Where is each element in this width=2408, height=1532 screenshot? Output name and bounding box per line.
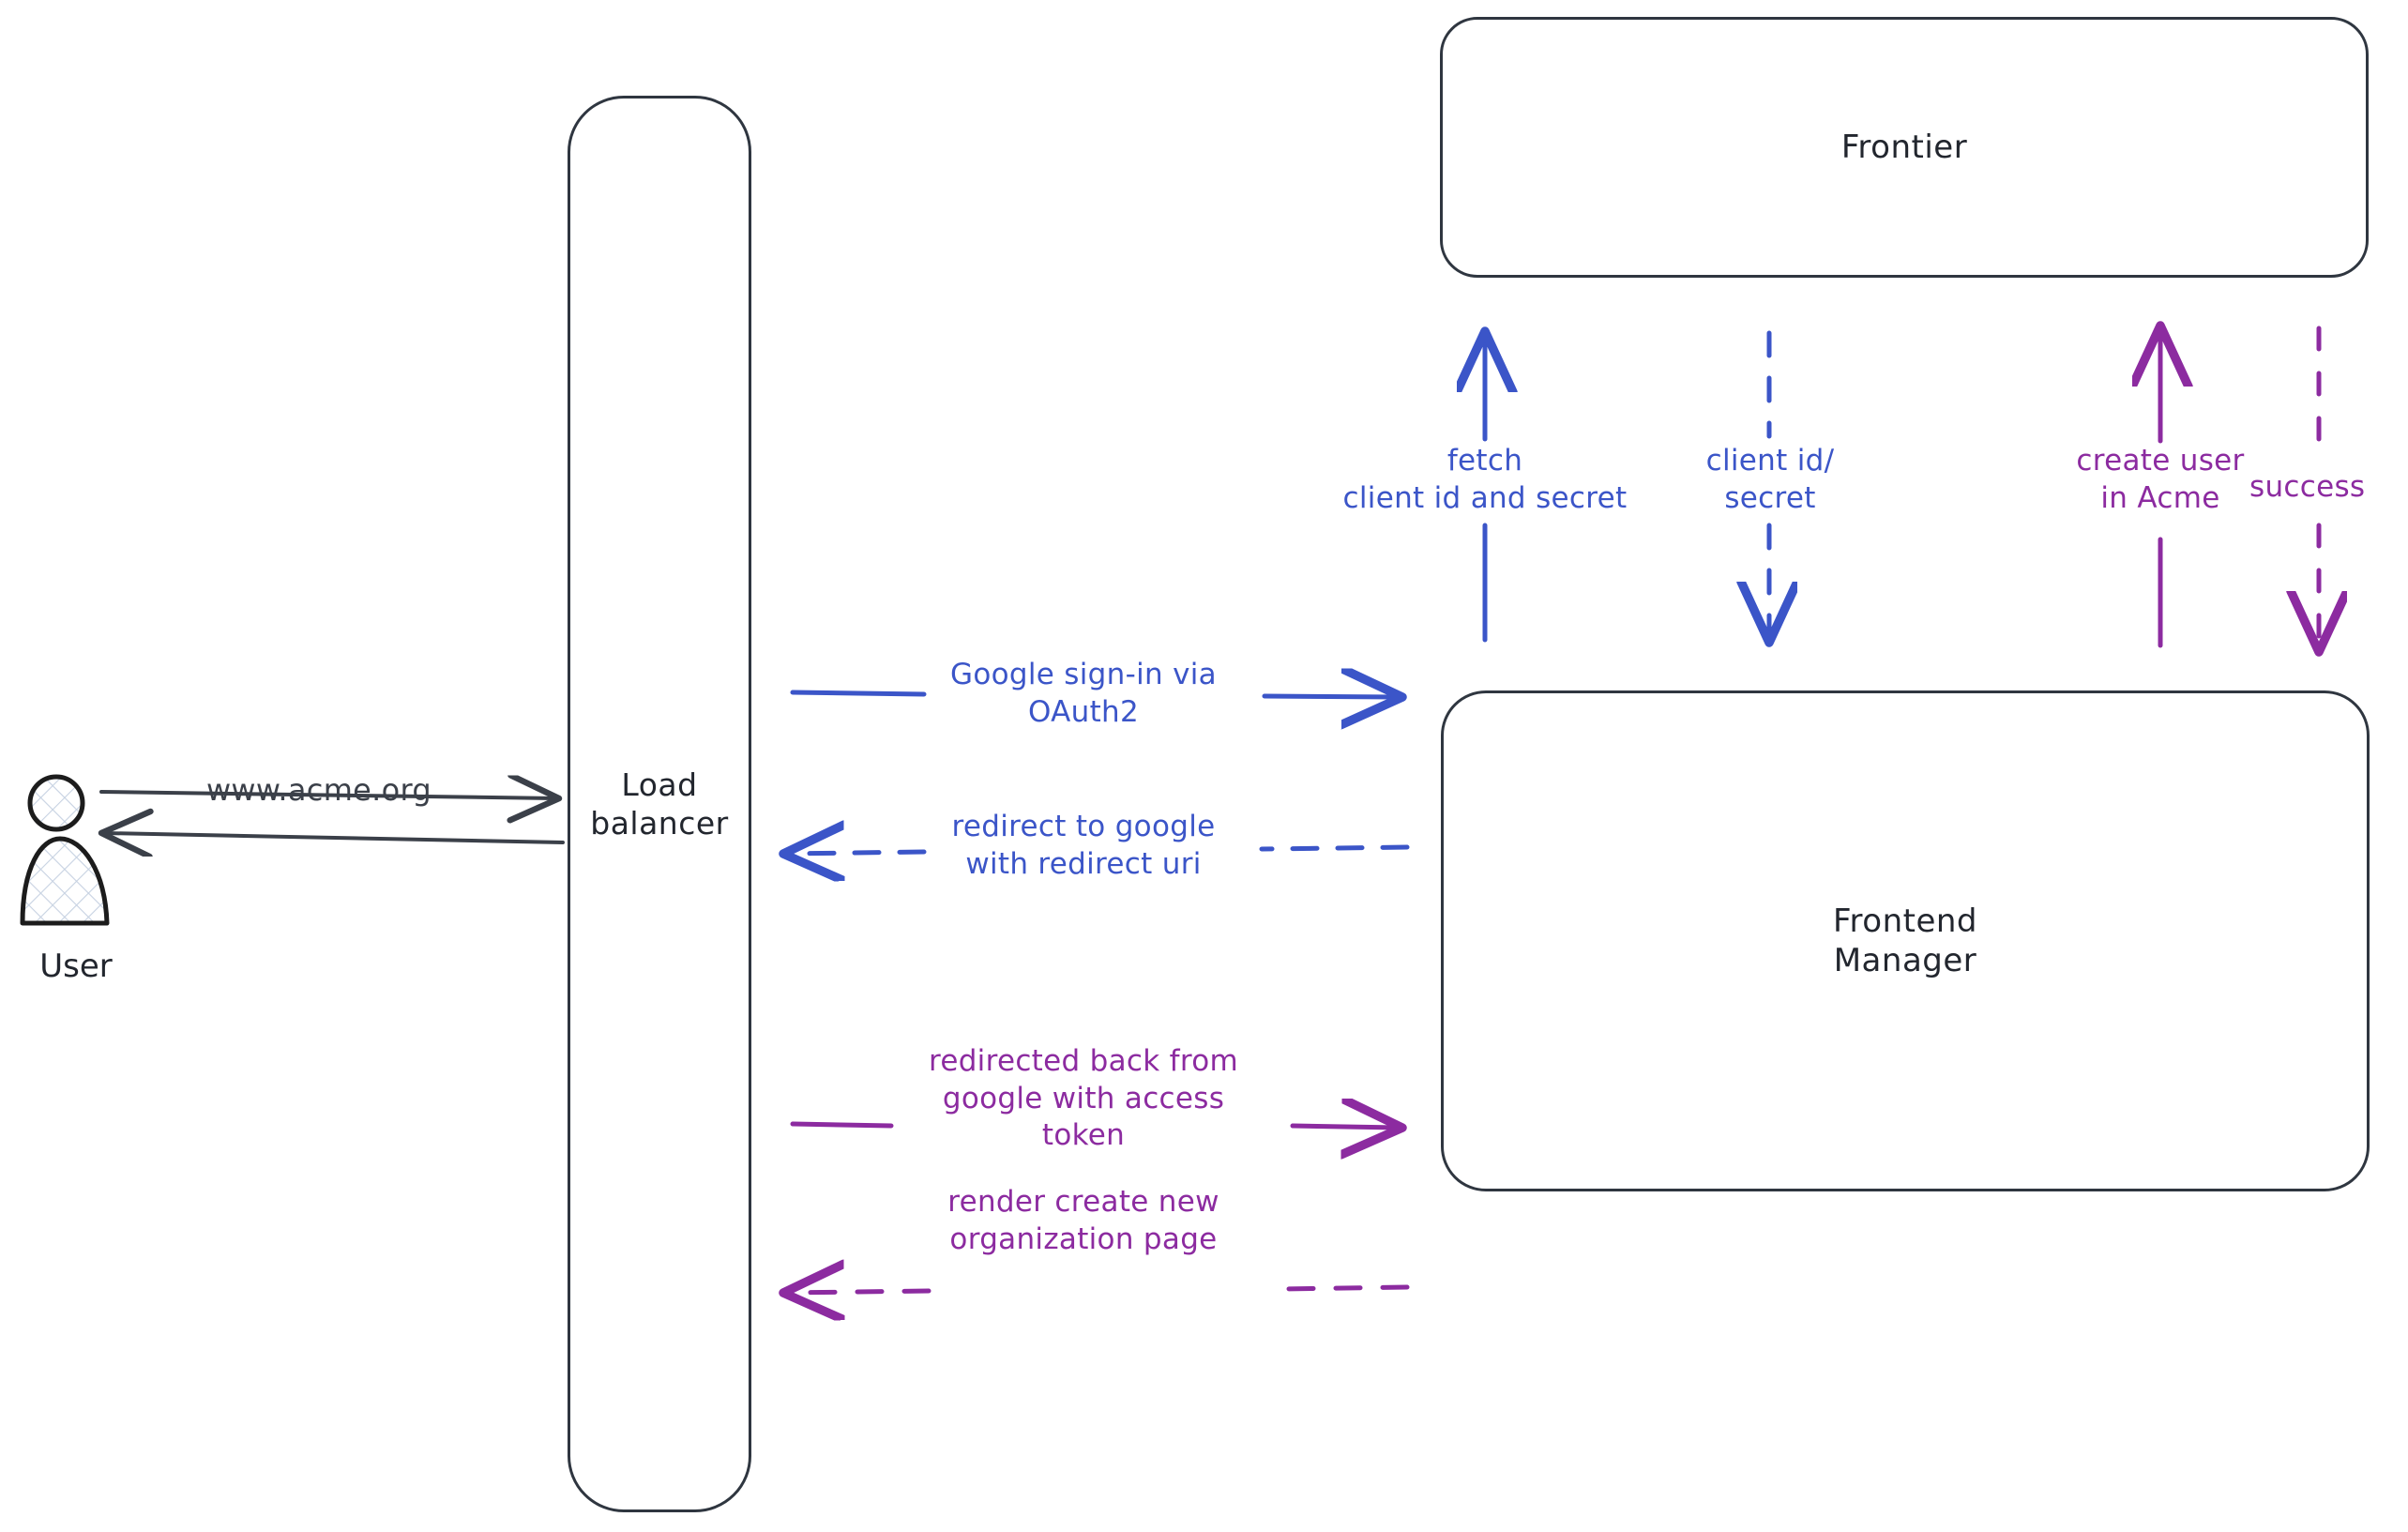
node-load-balancer[interactable]: Load balancer bbox=[568, 96, 751, 1512]
edge-fm-to-lb-render bbox=[788, 1287, 1410, 1293]
edge-label-fm-to-frontier-create-user: create user in Acme bbox=[2076, 444, 2245, 515]
node-frontend-manager[interactable]: Frontend Manager bbox=[1441, 690, 2370, 1191]
edge-label-fm-to-lb-redirect: redirect to google with redirect uri bbox=[951, 810, 1216, 881]
edge-label-lb-to-fm-token: redirected back from google with access … bbox=[928, 1044, 1239, 1153]
node-frontier-label: Frontier bbox=[1840, 128, 1968, 166]
edge-label-lb-to-fm-signin: Google sign-in via OAuth2 bbox=[950, 658, 1217, 729]
node-frontier[interactable]: Frontier bbox=[1440, 17, 2369, 278]
user-actor-label: User bbox=[39, 948, 113, 985]
edge-label-frontier-to-fm-success: success bbox=[2249, 470, 2366, 504]
node-load-balancer-label: Load balancer bbox=[590, 766, 729, 842]
user-actor-icon bbox=[17, 773, 135, 942]
edge-label-user-to-lb: www.acme.org bbox=[205, 772, 432, 808]
node-frontend-manager-label: Frontend Manager bbox=[1832, 902, 1978, 980]
edge-lb-to-user bbox=[105, 833, 565, 842]
edge-label-frontier-to-fm-creds: client id/ secret bbox=[1705, 444, 1835, 515]
edge-label-fm-to-frontier-fetch: fetch client id and secret bbox=[1342, 444, 1628, 515]
edge-label-fm-to-lb-render: render create new organization page bbox=[947, 1185, 1219, 1256]
